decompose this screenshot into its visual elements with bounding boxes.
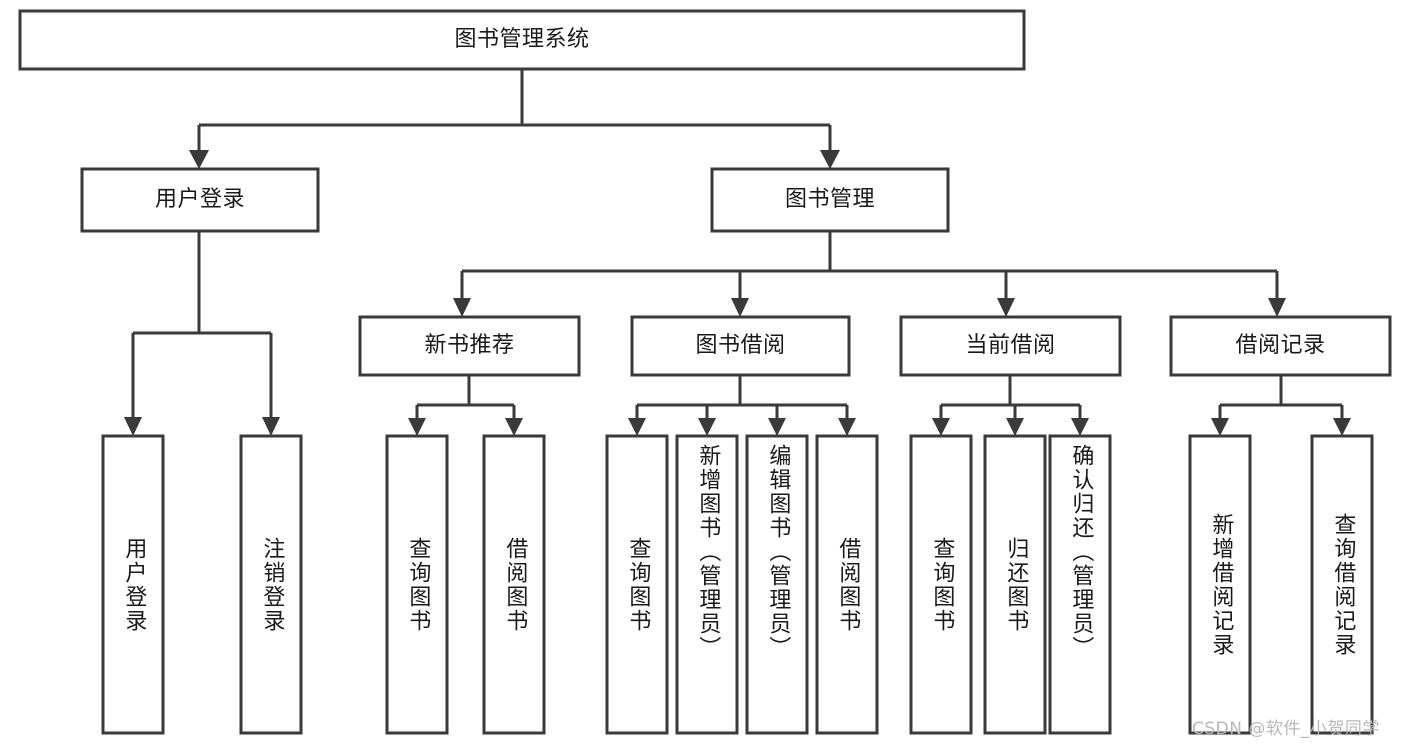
- arrow-head-leaf-query-book-1: [408, 418, 426, 436]
- node-box-new-book-recommend[interactable]: [358, 315, 581, 377]
- node-box-current-borrow[interactable]: [899, 315, 1122, 377]
- arrow-head-book-borrow: [731, 298, 749, 317]
- node-box-user-login[interactable]: [80, 167, 320, 233]
- node-box-root[interactable]: [18, 9, 1026, 71]
- node-box-leaf-query-borrow-record[interactable]: [1310, 434, 1374, 735]
- arrow-head-leaf-query-book-2: [628, 418, 646, 436]
- arrow-head-leaf-query-book-3: [932, 418, 950, 436]
- node-box-leaf-return-book[interactable]: [983, 434, 1047, 735]
- arrow-head-leaf-return-book: [1006, 418, 1024, 436]
- arrow-head-leaf-add-book-admin: [698, 418, 716, 436]
- arrow-head-leaf-user-login: [124, 417, 142, 436]
- node-box-leaf-query-book-1[interactable]: [385, 434, 449, 735]
- arrow-head-leaf-borrow-book-1: [505, 418, 523, 436]
- arrow-head-current-borrow: [997, 298, 1015, 317]
- node-box-leaf-confirm-return-admin[interactable]: [1048, 434, 1112, 735]
- arrow-head-leaf-add-borrow-record: [1211, 418, 1229, 436]
- node-box-leaf-logout[interactable]: [239, 434, 303, 735]
- node-box-leaf-query-book-2[interactable]: [605, 434, 669, 735]
- node-box-book-borrow[interactable]: [630, 315, 851, 377]
- arrow-head-leaf-confirm-return-admin: [1071, 418, 1089, 436]
- arrow-head-leaf-borrow-book-2: [838, 418, 856, 436]
- node-box-leaf-user-login[interactable]: [101, 434, 165, 735]
- arrow-head-user-login: [189, 150, 209, 169]
- node-box-book-management[interactable]: [710, 167, 950, 233]
- node-box-leaf-borrow-book-1[interactable]: [482, 434, 546, 735]
- arrow-head-borrow-record: [1268, 298, 1286, 317]
- node-box-leaf-add-borrow-record[interactable]: [1188, 434, 1252, 735]
- node-box-leaf-edit-book-admin[interactable]: [745, 434, 809, 735]
- arrow-head-book-management: [820, 150, 840, 169]
- node-box-borrow-record[interactable]: [1169, 315, 1392, 377]
- arrow-head-new-book-recommend: [453, 298, 471, 317]
- node-box-leaf-add-book-admin[interactable]: [675, 434, 739, 735]
- node-box-leaf-borrow-book-2[interactable]: [815, 434, 879, 735]
- arrow-head-leaf-logout: [262, 417, 280, 436]
- arrow-head-leaf-query-borrow-record: [1333, 418, 1351, 436]
- arrow-head-leaf-edit-book-admin: [768, 418, 786, 436]
- node-box-leaf-query-book-3[interactable]: [909, 434, 973, 735]
